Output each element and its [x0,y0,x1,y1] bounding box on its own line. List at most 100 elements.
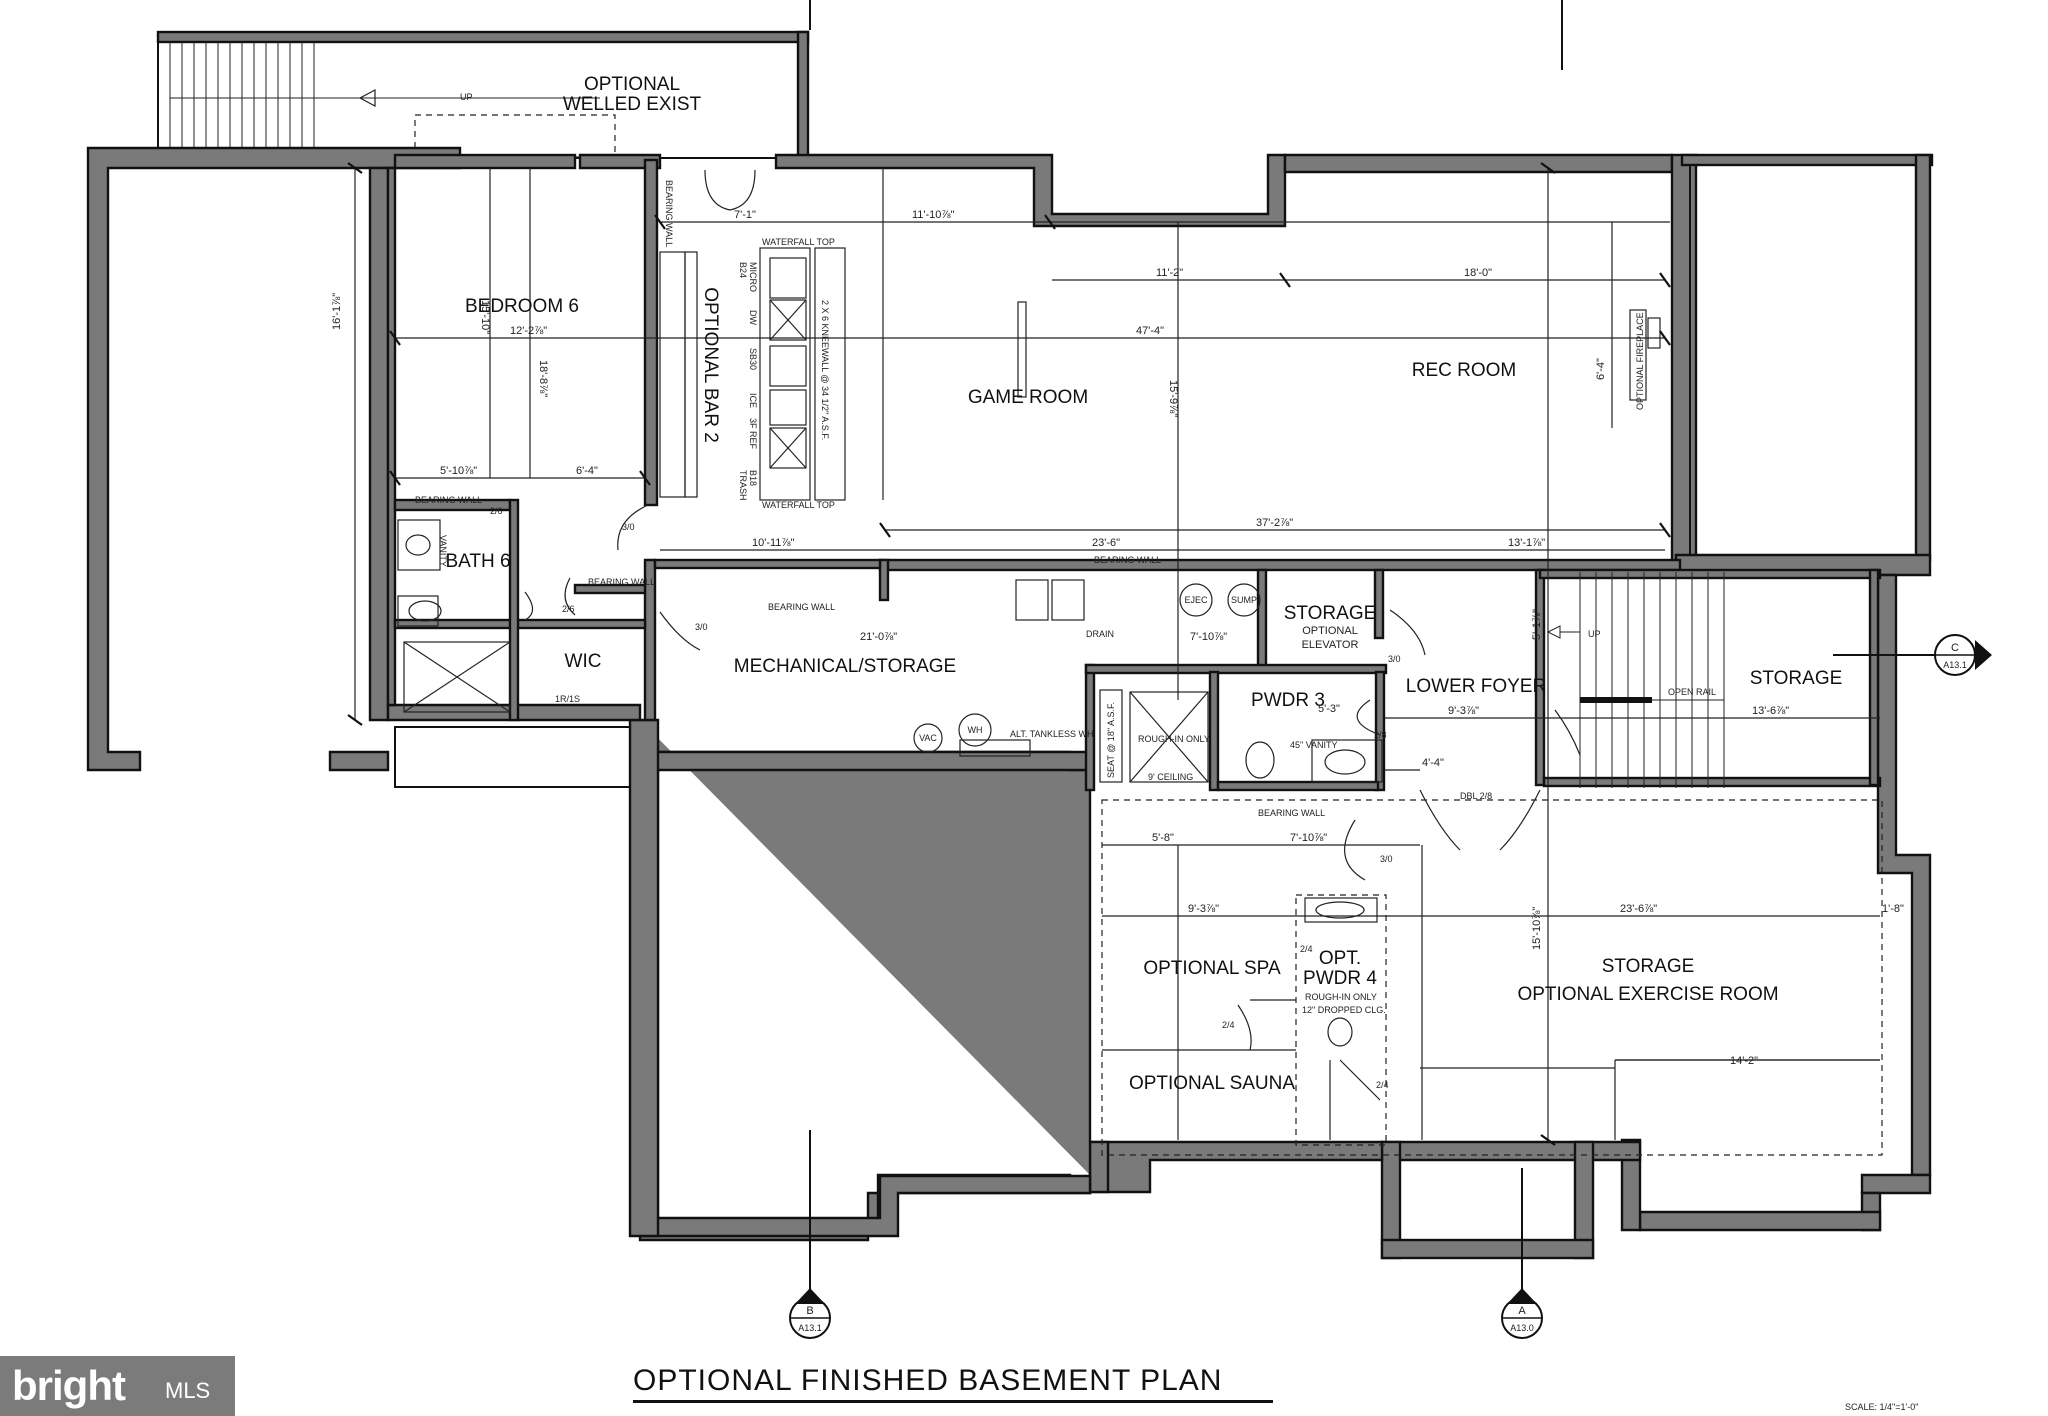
dim-label: 14'-2" [1730,1055,1758,1067]
note-wh: WH [968,725,983,735]
open-rail [1580,697,1652,703]
door-label-10: 2/4 [1376,1080,1389,1090]
bar-cabinets [659,247,1661,501]
note-vanity: VANITY [438,535,448,567]
dim-label: 9'-3⅞" [1448,705,1479,717]
dim-label: 1'-8" [1882,903,1904,915]
dim-label: 9'-3⅞" [1188,903,1219,915]
note-drain: DRAIN [1086,629,1114,639]
dim-label: 11'-2" [1156,267,1183,279]
label-storage-exercise-1: STORAGE [1602,956,1695,977]
note-bearing-wall-1: BEARING WALL [664,180,674,247]
dim-label: 4'-4" [1422,757,1444,769]
label-optional-spa: OPTIONAL SPA [1143,958,1281,979]
section-marker-c: C A13.1 [1934,634,1992,676]
note-tankless: ALT. TANKLESS WH [1010,729,1094,739]
label-rec-room: REC ROOM [1412,360,1517,381]
label-mechanical: MECHANICAL/STORAGE [734,656,956,677]
note-rough-only: ROUGH-IN ONLY [1138,734,1210,744]
label-storage-right: STORAGE [1750,668,1843,689]
note-bearing-wall-4: BEARING WALL [768,602,835,612]
note-ceiling: 9' CEILING [1148,772,1193,782]
dim-label: 18'-0" [1464,267,1492,279]
dim-label: 5'-3" [1318,703,1340,715]
door-label-9: 2/4 [1300,944,1313,954]
section-marker-b: B A13.1 [789,1288,831,1339]
svg-text:A13.1: A13.1 [1943,660,1967,670]
note-dropped-clg: 12" DROPPED CLG. [1302,1005,1386,1015]
note-ejec: EJEC [1184,595,1208,605]
note-b24: B24 [738,262,748,278]
note-micro: MICRO [748,262,758,292]
note-vac: VAC [919,733,937,743]
exit-stair [169,42,600,155]
dimension-lines [354,168,1880,1140]
dim-label: 10'-11⅞" [752,537,795,549]
bright-mls-logo: bright MLS [0,1356,235,1416]
dim-label: 6'-4" [576,465,598,477]
dim-label: 5'-10⅞" [440,465,477,477]
svg-text:A: A [1518,1305,1526,1317]
door-label-7: 3/0 [1380,854,1393,864]
note-dbl: DBL 2/8 [1460,791,1492,801]
svg-text:A13.0: A13.0 [1510,1323,1534,1333]
dim-label: 21'-0⅞" [860,631,897,643]
door-label-4: 3/0 [695,622,708,632]
door-label-2: 2/6 [490,506,503,516]
label-wic: WIC [565,651,602,672]
note-ref: 3F REF [748,418,758,450]
note-kneewall: 2 X 6 KNEEWALL @ 34 1/2" A.S.F. [820,300,830,440]
dim-label: 11'-10⅞" [912,209,955,221]
note-up: UP [460,92,473,102]
label-opt-pwdr4-1: OPT. [1319,948,1361,969]
dim-label: 16'-1⅞" [331,293,343,330]
note-trash: TRASH [738,470,748,501]
note-ice: ICE [748,393,758,408]
door-label-3: 2/6 [562,604,575,614]
note-bearing-wall-5: BEARING WALL [1094,555,1161,565]
note-dw: DW [748,310,758,325]
dim-label: 5'-1⅞" [1531,609,1543,640]
dim-label: 13'-6⅞" [1752,705,1789,717]
label-storage-exercise-2: OPTIONAL EXERCISE ROOM [1517,984,1778,1005]
note-sump: SUMP [1231,595,1257,605]
section-marker-a: A A13.0 [1501,1288,1543,1339]
svg-text:A13.1: A13.1 [798,1323,822,1333]
dimension-ticks [347,162,1671,1146]
note-vanity45: 45" VANITY [1290,740,1338,750]
label-pwdr3: PWDR 3 [1251,690,1325,711]
note-rough-in-only: ROUGH-IN ONLY [1305,992,1377,1002]
label-bedroom: BEDROOM 6 [465,296,579,317]
plan-scale: SCALE: 1/4"=1'-0" [1845,1402,1919,1412]
note-sb30: SB30 [748,348,758,370]
note-up-stair: UP [1588,629,1601,639]
label-welled-exist-1: OPTIONAL [584,74,680,95]
dim-label: 23'-6⅞" [1620,903,1657,915]
dim-label: 37'-2⅞" [1256,517,1293,529]
note-open-rail: OPEN RAIL [1668,687,1716,697]
note-bearing-wall-2: BEARING WALL [415,495,482,505]
exterior-walls [86,30,1934,1260]
dim-label: 7'-10⅞" [1190,631,1227,643]
dim-label: 15'-10" [479,300,491,334]
dim-label: 18'-8⅞" [537,360,549,397]
dim-label: 6'-4" [1595,358,1607,380]
dim-label: 23'-6" [1092,537,1120,549]
dim-label: 5'-8" [1152,832,1174,844]
door-label-1: 3/0 [622,522,635,532]
label-game-room: GAME ROOM [968,387,1088,408]
note-b18: B18 [748,470,758,486]
interior-stair [1546,572,1725,788]
label-optional-sauna: OPTIONAL SAUNA [1129,1073,1295,1094]
logo-suffix: MLS [165,1378,211,1403]
label-opt-pwdr4-2: PWDR 4 [1303,968,1377,989]
note-bearing-wall-6: BEARING WALL [1258,808,1325,818]
door-label-8: 2/4 [1222,1020,1235,1030]
note-waterfall-top-1: WATERFALL TOP [762,237,835,247]
bath-fixtures [397,519,1383,1047]
plan-title: OPTIONAL FINISHED BASEMENT PLAN [633,1364,1223,1397]
label-optional-elevator-1: OPTIONAL [1302,625,1358,637]
dim-label: 47'-4" [1136,325,1164,337]
label-bar: OPTIONAL BAR 2 [700,287,721,443]
dim-label: 7'-10⅞" [1290,832,1327,844]
